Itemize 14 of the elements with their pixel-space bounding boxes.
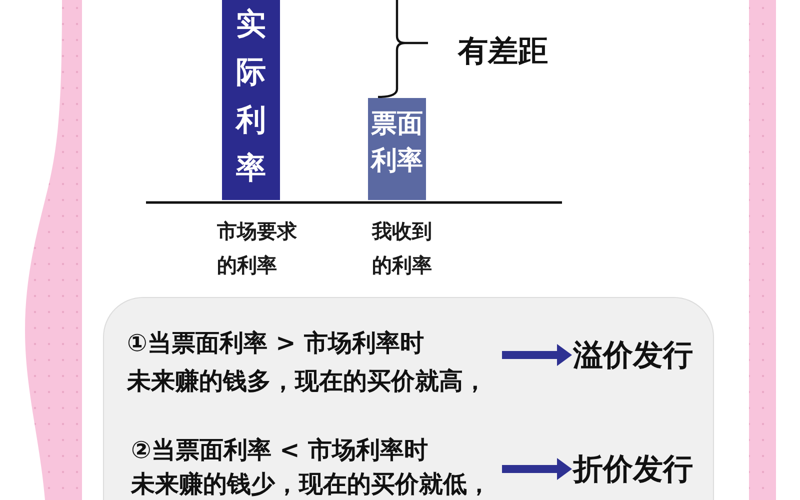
bar-label: 票面利率 (370, 108, 424, 178)
bar-caption: 市场要求的利率 (217, 218, 298, 279)
brace-label: 有差距 (458, 34, 548, 70)
explanation-text: 未来赚的钱少，现在的买价就低， (131, 469, 491, 500)
condition-text: ②当票面利率 < 市场利率时 (131, 435, 428, 466)
explanation-text: 未来赚的钱多，现在的买价就高， (127, 366, 487, 397)
bar-caption: 我收到的利率 (372, 218, 433, 279)
panel (103, 297, 714, 500)
arrow (502, 344, 572, 366)
arrow (502, 458, 572, 480)
bar-label: 实际利率 (235, 6, 267, 188)
result-label: 折价发行 (573, 452, 697, 488)
result-label: 溢价发行 (573, 338, 697, 374)
condition-text: ①当票面利率 > 市场利率时 (127, 328, 424, 359)
